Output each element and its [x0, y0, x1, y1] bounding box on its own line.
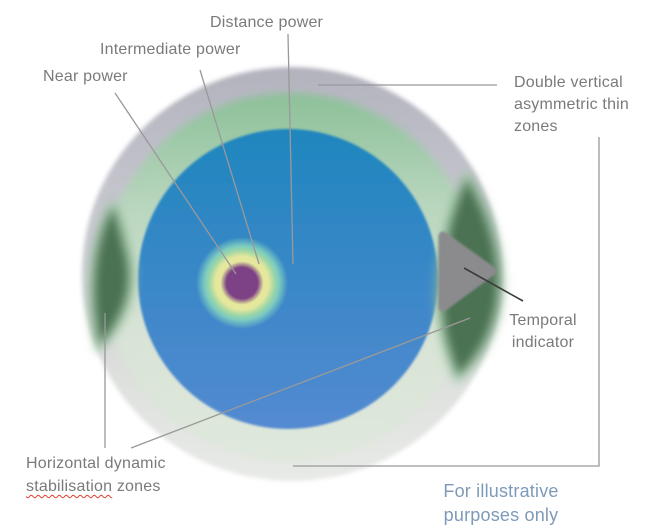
label-distance-power: Distance power — [210, 14, 324, 31]
stabilisation-zone-left — [88, 197, 134, 354]
distance-power-zone — [138, 129, 438, 429]
label-intermediate-power: Intermediate power — [100, 41, 241, 58]
temporal-indicator-pointer-line — [463, 267, 524, 302]
temporal-indicator-mark — [438, 231, 497, 312]
near-power-pointer-line — [114, 92, 237, 275]
distance-power-pointer-line — [287, 33, 294, 265]
label-stabilisation-rest: zones — [116, 478, 161, 495]
near-intermediate-power-zones — [196, 237, 288, 329]
label-stabilisation-line2: stabilisation zones — [26, 475, 166, 498]
label-near-power: Near power — [43, 68, 128, 85]
intermediate-power-pointer-line — [199, 69, 260, 265]
bottom-thin-zone-bracket-line — [293, 137, 600, 467]
label-stabilisation-misspelled-word: stabilisation — [26, 478, 113, 495]
label-temporal-indicator: Temporal indicator — [509, 312, 577, 351]
label-stabilisation-line1: Horizontal dynamic — [26, 455, 166, 472]
pointer-lines — [104, 33, 600, 467]
stabilisation-right-pointer-line — [130, 317, 471, 449]
label-double-vertical-zones: Double vertical asymmetric thin zones — [514, 74, 630, 135]
label-stabilisation-zones: Horizontal dynamic stabilisation zones — [26, 452, 166, 498]
label-disclaimer: For illustrative purposes only — [443, 481, 559, 525]
